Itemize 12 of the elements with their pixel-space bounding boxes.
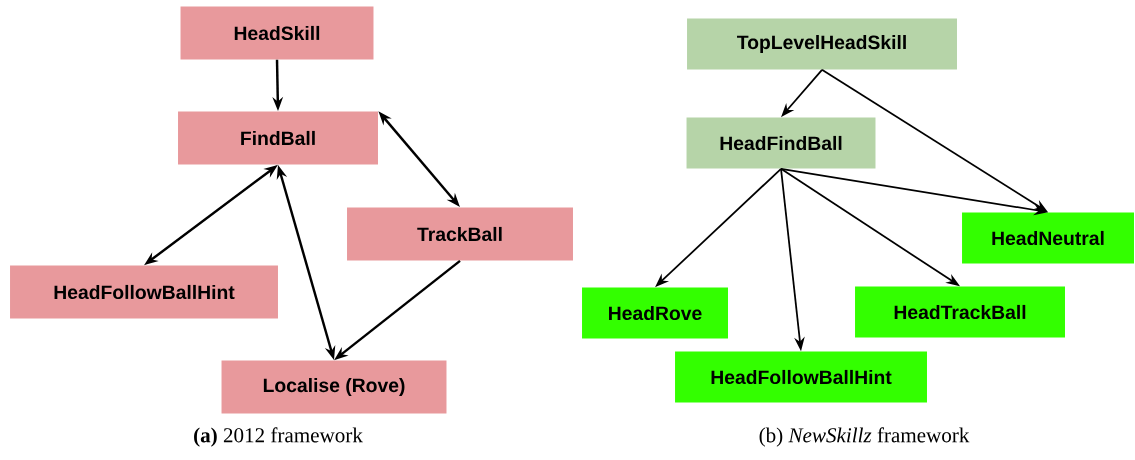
skill-box: HeadRove <box>582 287 728 339</box>
skill-box: HeadFollowBallHint <box>675 351 927 403</box>
skill-box: FindBall <box>178 111 378 165</box>
skill-box: HeadFollowBallHint <box>10 265 278 319</box>
skill-box: TopLevelHeadSkill <box>687 18 957 70</box>
skill-box: HeadNeutral <box>962 212 1134 264</box>
skill-box: TrackBall <box>347 207 573 261</box>
skill-box: HeadSkill <box>180 6 374 60</box>
skill-box: Localise (Rove) <box>221 360 447 414</box>
skill-box: HeadFindBall <box>686 117 876 169</box>
skill-box: HeadTrackBall <box>855 286 1065 338</box>
subfigure-caption: (b) NewSkillz framework <box>759 427 970 447</box>
